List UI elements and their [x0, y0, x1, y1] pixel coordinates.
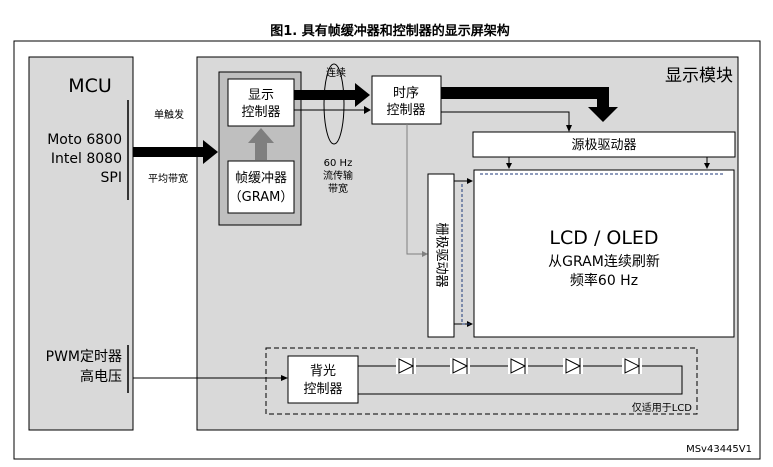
frame-buffer-line2: （GRAM）	[229, 190, 294, 205]
timing-controller-line1: 时序	[393, 86, 419, 101]
single-trigger-label: 单触发	[154, 108, 184, 121]
lcd-only-note: 仅适用于LCD	[632, 402, 693, 414]
continuous-bandwidth-ellipse	[323, 63, 345, 145]
mcu-pwm-label: PWM定时器	[46, 349, 122, 365]
stream-bandwidth-line2: 流传输	[323, 169, 353, 182]
display-controller-line2: 控制器	[241, 105, 280, 120]
figure-title: 图1. 具有帧缓冲器和控制器的显示屏架构	[270, 23, 510, 39]
mcu-high-voltage-label: 高电压	[80, 368, 122, 385]
timing-to-source-thin-arrowhead	[566, 125, 572, 132]
lcd-oled-panel	[473, 169, 735, 338]
led-diode-3-icon	[508, 358, 528, 374]
frame-buffer-to-controller-arrow	[248, 128, 274, 160]
backlight-region	[265, 347, 698, 415]
backlight-controller-line2: 控制器	[303, 382, 342, 397]
led-diode-2-icon	[450, 358, 470, 374]
led-diode-4-icon	[563, 358, 583, 374]
timing-controller-line2: 控制器	[386, 103, 425, 118]
panel-frequency-line: 频率60 Hz	[570, 272, 638, 289]
led-diode-1-icon	[396, 358, 416, 374]
frame-buffer-line1: 帧缓冲器	[235, 171, 287, 186]
source-driver-box	[472, 131, 736, 158]
mcu-block	[28, 56, 134, 431]
led-diode-5-icon	[622, 358, 642, 374]
display-controller-line1: 显示	[248, 88, 274, 103]
average-bandwidth-label: 平均带宽	[148, 172, 188, 185]
display-controller-box	[227, 78, 295, 127]
source-driver-tap-right-head	[704, 163, 710, 169]
timing-to-gate-line	[406, 124, 424, 255]
backlight-controller-box	[287, 355, 359, 404]
gate-driver-label: 栅极驱动器	[434, 222, 449, 287]
display-module-label: 显示模块	[665, 66, 733, 86]
timing-to-source-thin-line	[441, 111, 570, 127]
gate-driver-tap-top-head	[467, 178, 473, 184]
continuous-label: 连续	[326, 66, 346, 79]
source-driver-tap-left-head	[506, 163, 512, 169]
source-driver-label: 源极驱动器	[571, 138, 636, 153]
pwm-to-backlight-arrowhead	[281, 375, 288, 381]
mcu-interface-6800: Moto 6800	[47, 132, 122, 148]
stream-bandwidth-line1: 60 Hz	[324, 158, 353, 169]
panel-title: LCD / OLED	[549, 227, 658, 249]
timing-to-source-arrow	[441, 87, 618, 122]
refresh-scan-dashed-line	[461, 184, 472, 325]
timing-to-gate-arrowhead	[422, 251, 428, 257]
mcu-to-display-arrow	[133, 140, 218, 164]
gate-driver-box	[427, 173, 455, 338]
figure-id: MSv43445V1	[686, 444, 752, 455]
mcu-interface-spi: SPI	[101, 170, 122, 186]
mcu-label: MCU	[68, 75, 112, 97]
controller-to-timing-arrow	[294, 83, 370, 107]
mcu-interface-8080: Intel 8080	[51, 151, 122, 167]
panel-refresh-line: 从GRAM连续刷新	[548, 253, 660, 270]
timing-controller-box	[371, 75, 442, 125]
controller-to-timing-thin-arrowhead	[364, 106, 371, 114]
backlight-controller-line1: 背光	[310, 364, 336, 379]
stream-bandwidth-line3: 带宽	[328, 182, 348, 195]
frame-buffer-box	[227, 160, 295, 214]
